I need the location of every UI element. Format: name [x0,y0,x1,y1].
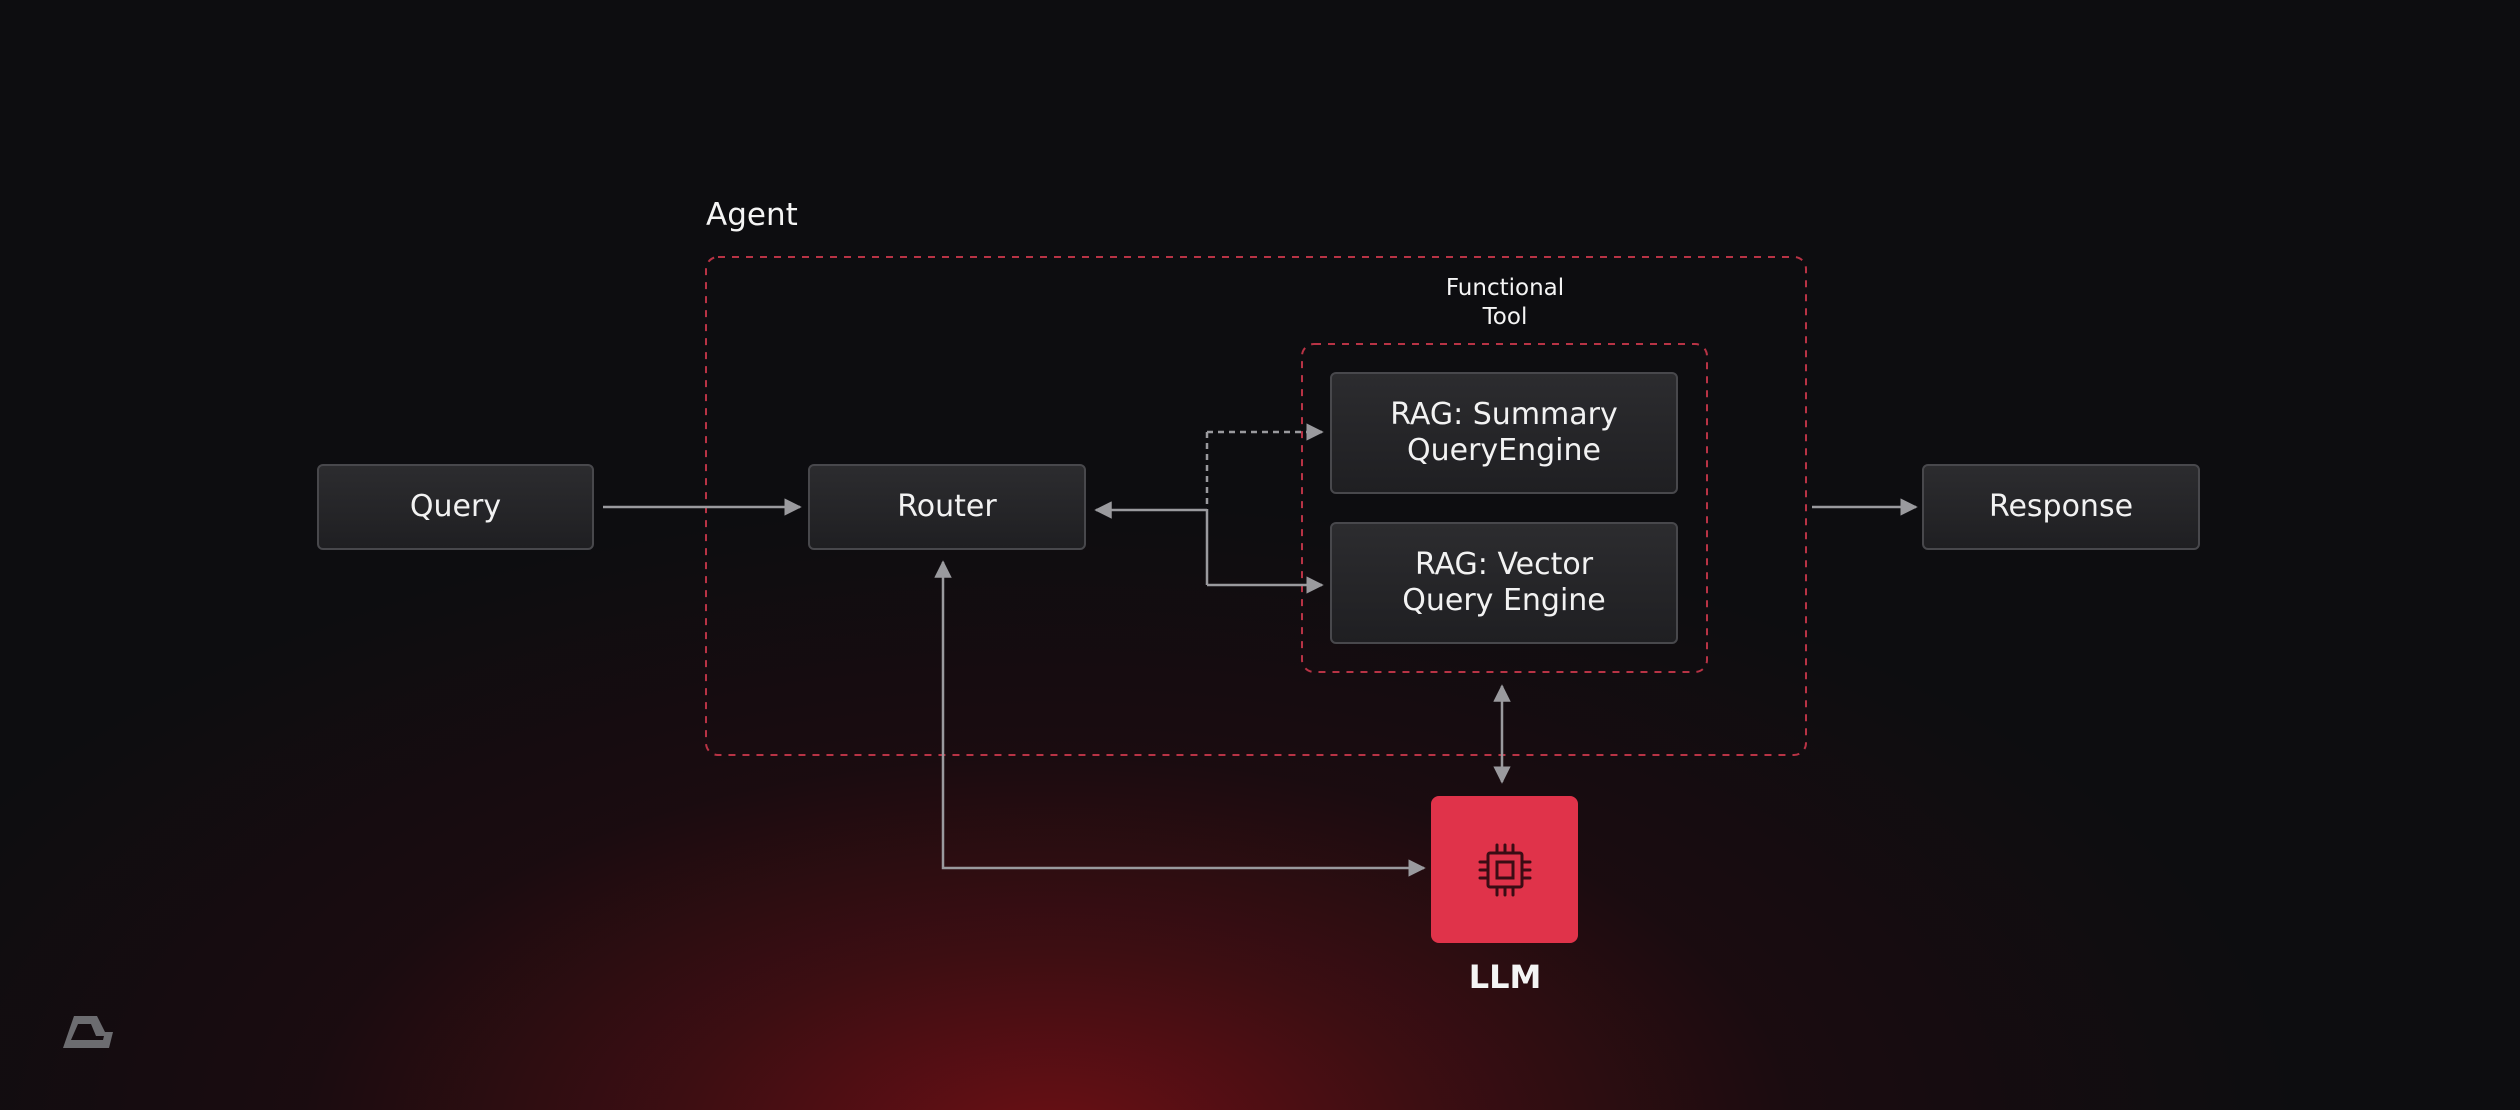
query-node: Query [317,464,594,550]
vector-query-engine-node: RAG: Vector Query Engine [1330,522,1678,644]
summary-query-engine-node: RAG: Summary QueryEngine [1330,372,1678,494]
llm-label: LLM [1468,958,1542,996]
functional-tool-label: Functional Tool [1445,275,1565,330]
router-node: Router [808,464,1086,550]
agent-group-frame [705,256,1807,756]
agent-label: Agent [706,197,798,233]
response-node: Response [1922,464,2200,550]
llm-node [1431,796,1578,943]
cpu-chip-icon [1478,843,1531,896]
router-llm-arrow [934,560,1426,877]
functional-tool-frame [1301,343,1708,673]
brand-logo-icon [63,1016,113,1048]
